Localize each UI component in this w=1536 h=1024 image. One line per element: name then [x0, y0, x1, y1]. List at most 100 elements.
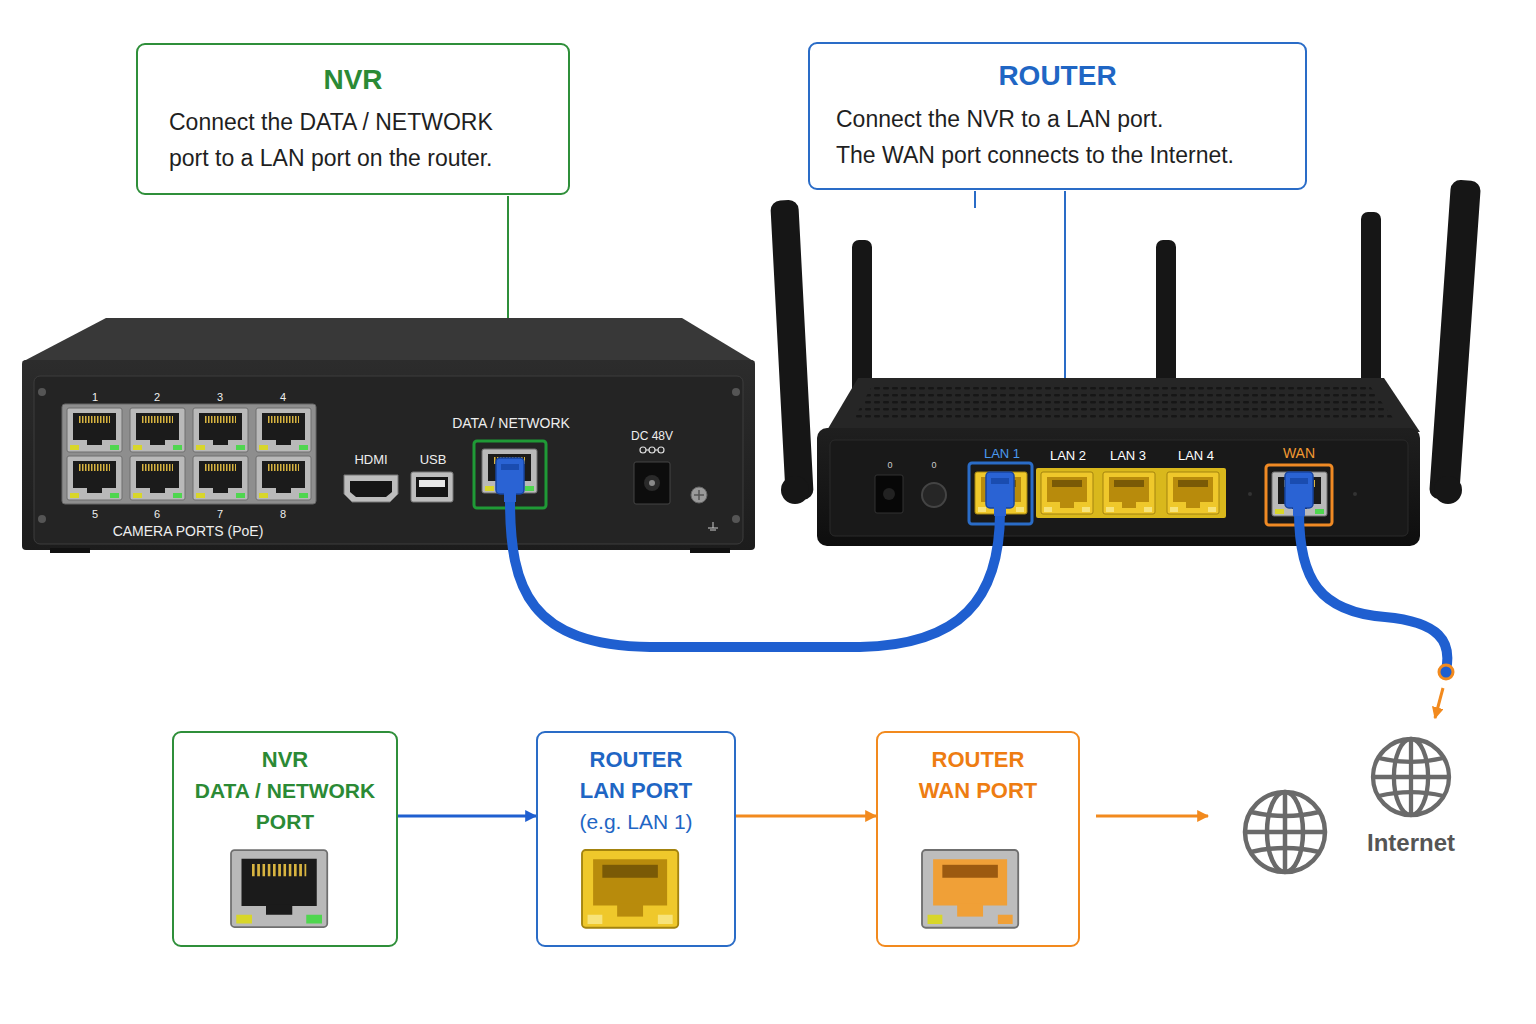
callout-text: Connect the NVR to a LAN port.	[836, 101, 1286, 137]
nvr-device	[50, 548, 90, 553]
flow-step-box: ROUTERLAN PORT(e.g. LAN 1)	[536, 731, 736, 947]
usb-port	[419, 480, 445, 487]
globe-icon	[1373, 739, 1449, 815]
port-label: LAN 4	[1178, 449, 1214, 464]
nvr-device	[22, 318, 755, 553]
nvr-device	[22, 318, 755, 362]
step-heading: ROUTER	[538, 744, 734, 775]
camera-ports	[130, 408, 185, 452]
callout-heading: ROUTER	[810, 58, 1305, 94]
router-power	[875, 475, 903, 513]
port-label: HDMI	[354, 453, 387, 468]
flow-step-box: NVRDATA / NETWORK PORT	[172, 731, 398, 947]
camera-ports	[256, 408, 311, 452]
dc-power-jack	[658, 447, 664, 453]
port-number: 1	[92, 391, 98, 404]
router-body	[817, 378, 1420, 546]
router-body	[830, 440, 1408, 536]
router-antenna	[1156, 240, 1176, 390]
router-lan-ports	[969, 463, 1226, 524]
router-power	[922, 483, 946, 507]
globe-icon	[1245, 792, 1325, 872]
router-lan-ports	[1041, 472, 1093, 514]
router-lan-ports	[1103, 472, 1155, 514]
dc-power-jack	[644, 475, 660, 491]
box-content: ROUTERLAN PORT(e.g. LAN 1)	[538, 744, 734, 837]
dc-power-jack	[646, 449, 649, 450]
ground-screw	[713, 522, 714, 528]
port-label: LAN 2	[1050, 449, 1086, 464]
camera-ports	[67, 408, 122, 452]
ground-screw	[691, 487, 707, 503]
nvr-device	[732, 388, 740, 396]
port-label: WAN	[1283, 445, 1315, 461]
dc-power-jack	[634, 462, 670, 504]
port-icon	[582, 850, 678, 928]
port-label: DATA / NETWORK	[452, 415, 570, 431]
internet-arrow	[1435, 688, 1443, 718]
port-icon	[922, 850, 1018, 928]
port-label: LAN 1	[984, 447, 1020, 462]
router-wan-port	[1272, 472, 1327, 516]
camera-ports	[130, 456, 185, 500]
router-lan-ports	[1167, 472, 1219, 514]
port-group-label: CAMERA PORTS (PoE)	[113, 523, 264, 539]
camera-ports	[62, 404, 316, 504]
camera-ports	[193, 456, 248, 500]
box-content: NVRDATA / NETWORK PORT	[174, 744, 396, 837]
nvr-device	[38, 388, 46, 396]
router-wan-port	[1248, 492, 1252, 496]
cable-plug	[1285, 472, 1313, 516]
step-note: (e.g. LAN 1)	[538, 806, 734, 837]
callout-text: Connect the DATA / NETWORK port to a LAN…	[169, 104, 521, 176]
power-label: 0	[931, 460, 936, 470]
router-body	[852, 386, 1396, 422]
cable-plug	[986, 472, 1014, 516]
usb-port	[411, 472, 453, 502]
internet-arrow	[1096, 815, 1208, 818]
callout-text: The WAN port connects to the Internet.	[836, 137, 1286, 173]
nvr-device	[22, 360, 755, 550]
router-body	[826, 378, 1420, 432]
dc-power-jack	[649, 447, 655, 453]
usb-port	[416, 477, 448, 497]
port-number: 6	[154, 508, 160, 521]
step-text: WAN PORT	[878, 775, 1078, 806]
router-antenna	[1434, 476, 1462, 504]
data-network-port	[474, 441, 546, 508]
router-power	[883, 488, 895, 500]
power-label: 0	[887, 460, 892, 470]
port-number: 5	[92, 508, 98, 521]
ethernet-cable	[510, 500, 1447, 670]
port-number: 7	[217, 508, 223, 521]
flow-step-box: ROUTERWAN PORT	[876, 731, 1080, 947]
router-wan-port	[1266, 465, 1332, 525]
box-content: NVRConnect the DATA / NETWORK port to a …	[138, 62, 568, 176]
usb-port	[411, 472, 453, 502]
callout-box: NVRConnect the DATA / NETWORK port to a …	[136, 43, 570, 195]
nvr-device	[690, 548, 730, 553]
dc-power-jack	[640, 447, 646, 453]
router-antenna	[1361, 212, 1381, 402]
port-label: LAN 3	[1110, 449, 1146, 464]
router-antenna	[1429, 179, 1481, 500]
cable-plug	[496, 458, 524, 502]
hdmi-port	[344, 475, 398, 502]
port-icon	[231, 850, 327, 927]
nvr-device	[38, 515, 46, 523]
router-lan-ports	[969, 463, 1032, 524]
data-network-port	[474, 441, 546, 508]
port-number: 8	[280, 508, 286, 521]
flow-arrow	[736, 815, 876, 818]
ground-screw	[708, 528, 718, 529]
ground-screw	[710, 530, 716, 531]
router-wan-port	[1353, 492, 1357, 496]
dc-power-jack	[634, 447, 670, 504]
hdmi-port	[344, 475, 398, 502]
nvr-device	[34, 376, 743, 544]
dc-power-jack	[655, 449, 658, 450]
router-wan-port	[1248, 465, 1357, 525]
port-number: 3	[217, 391, 223, 404]
ground-screw	[698, 490, 700, 500]
